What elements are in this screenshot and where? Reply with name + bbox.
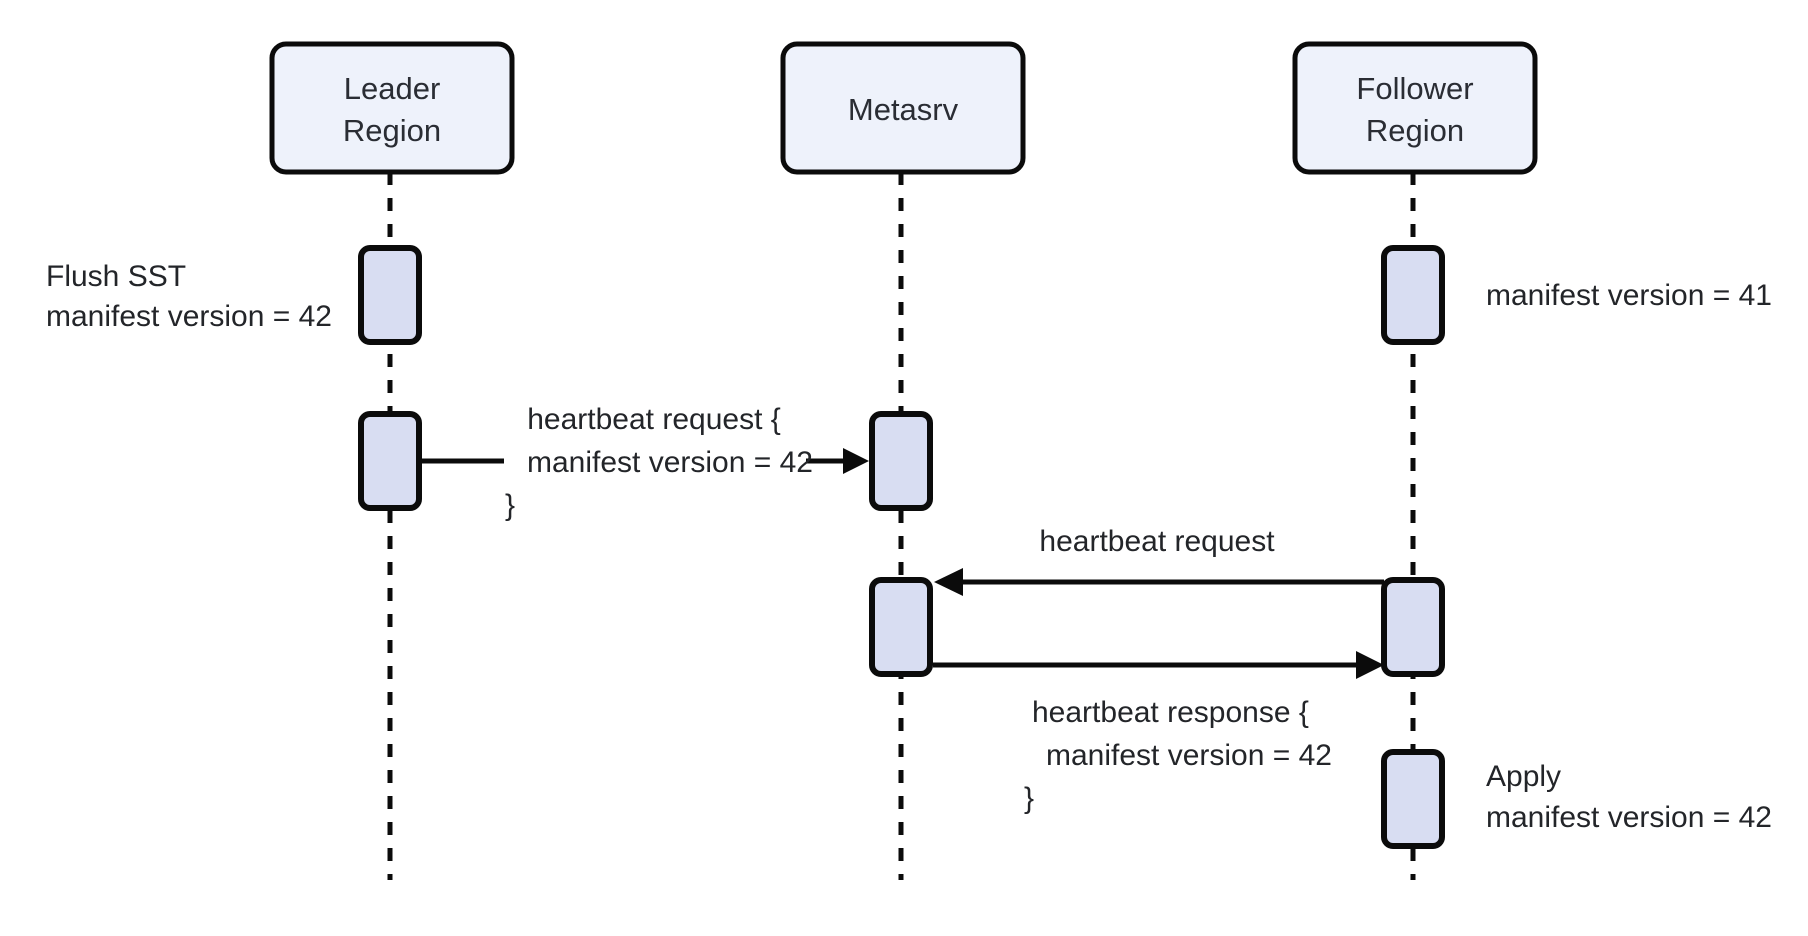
note-leader-flush-line2: manifest version = 42: [46, 300, 332, 333]
activation-leader-flush[interactable]: [358, 245, 422, 345]
note-follower-apply: Apply manifest version = 42: [1486, 760, 1772, 834]
note-follower-initial-line1: manifest version = 41: [1486, 279, 1772, 312]
message-label-heartbeat-request-line1: heartbeat request {: [527, 403, 781, 436]
participant-box-metasrv[interactable]: [780, 41, 1026, 175]
message-heartbeat-request-leader[interactable]: heartbeat request { manifest version = 4…: [422, 403, 869, 522]
participant-follower[interactable]: Follower Region: [1292, 41, 1538, 175]
note-follower-initial: manifest version = 41: [1486, 279, 1772, 312]
note-leader-flush: Flush SST manifest version = 42: [46, 260, 332, 333]
arrowhead-right-into-follower: [1356, 651, 1384, 679]
message-label-heartbeat-request-line2: manifest version = 42: [527, 446, 813, 479]
message-label-heartbeat-response-line3: }: [1024, 782, 1034, 815]
message-heartbeat-response-metasrv[interactable]: heartbeat response { manifest version = …: [933, 651, 1384, 815]
participant-label-leader-line1: Leader: [344, 71, 441, 106]
note-follower-apply-line2: manifest version = 42: [1486, 801, 1772, 834]
participant-label-leader-line2: Region: [343, 113, 441, 148]
note-follower-apply-line1: Apply: [1486, 760, 1561, 793]
participant-box-leader[interactable]: [269, 41, 515, 175]
message-label-heartbeat-request-follower: heartbeat request: [1039, 525, 1275, 558]
message-label-heartbeat-response-line2: manifest version = 42: [1046, 739, 1332, 772]
activation-bars: [358, 245, 1445, 849]
arrowhead-left-into-metasrv: [934, 568, 963, 596]
activation-metasrv-exchange[interactable]: [869, 577, 933, 677]
message-label-heartbeat-response-line1: heartbeat response {: [1032, 696, 1309, 729]
participant-label-follower-line1: Follower: [1356, 71, 1473, 106]
participant-label-follower-line2: Region: [1366, 113, 1464, 148]
activation-leader-heartbeat[interactable]: [358, 411, 422, 511]
activation-metasrv-receive[interactable]: [869, 411, 933, 511]
message-label-heartbeat-request-line3: }: [505, 489, 515, 522]
activation-follower-apply[interactable]: [1381, 749, 1445, 849]
participant-label-metasrv-line1: Metasrv: [848, 92, 959, 127]
note-leader-flush-line1: Flush SST: [46, 260, 186, 293]
participant-box-follower[interactable]: [1292, 41, 1538, 175]
participant-leader[interactable]: Leader Region: [269, 41, 515, 175]
participant-metasrv[interactable]: Metasrv: [780, 41, 1026, 175]
arrowhead-right-into-metasrv: [843, 448, 869, 474]
activation-follower-initial[interactable]: [1381, 245, 1445, 345]
message-heartbeat-request-follower[interactable]: heartbeat request: [934, 525, 1384, 596]
activation-follower-heartbeat[interactable]: [1381, 577, 1445, 677]
